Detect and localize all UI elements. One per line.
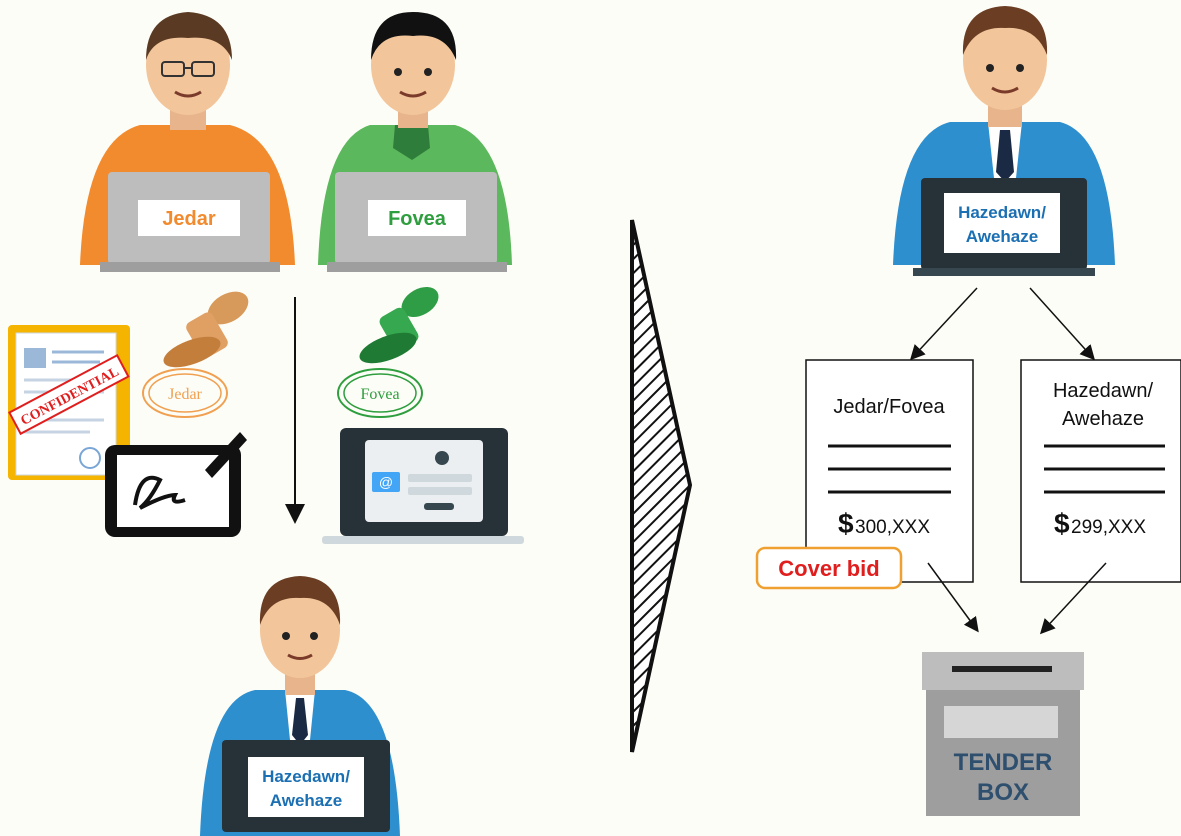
transition-chevron [630,219,693,753]
stamp-jedar-icon: Jedar [142,291,249,418]
doc-right-title-1: Hazedawn/ [1053,380,1154,402]
jedar-label: Jedar [162,208,216,230]
arrow-to-doc-left [909,287,978,361]
arrow-doc-right-to-box [1039,562,1107,635]
hazedawn-top-label-2: Awehaze [966,227,1038,246]
bid-document-right: Hazedawn/ Awehaze $ 299,XXX [1020,359,1181,583]
svg-text:@: @ [379,474,393,490]
doc-right-title-2: Awehaze [1062,408,1144,430]
doc-left-amount: 300,XXX [855,517,930,538]
cover-bid-badge: Cover bid [755,546,903,590]
tender-box-icon: TENDER BOX [922,652,1084,816]
doc-right-amount: 299,XXX [1071,517,1146,538]
hazedawn-top-label-1: Hazedawn/ [958,203,1046,222]
fovea-label: Fovea [388,208,447,230]
cover-bid-text: Cover bid [778,556,879,581]
stamp-fovea-icon: Fovea [337,286,439,418]
tender-box-text-2: BOX [977,779,1029,806]
doc-right-currency: $ [1054,508,1070,539]
bid-document-left: Jedar/Fovea $ 300,XXX [805,359,974,583]
stamp-fovea-text: Fovea [360,386,399,403]
laptop-hazedawn-bottom: Hazedawn/ Awehaze [222,740,390,832]
arrow-doc-left-to-box [927,562,979,633]
login-laptop-icon: @ [322,428,524,544]
hazedawn-bottom-label-2: Awehaze [270,791,342,810]
laptop-fovea: Fovea [327,172,507,272]
doc-left-currency: $ [838,508,854,539]
arrow-to-doc-right [1029,287,1096,361]
confidential-document-icon: CONFIDENTIAL [8,325,130,480]
signing-tablet-icon [105,432,247,537]
doc-left-title: Jedar/Fovea [833,396,945,418]
laptop-jedar: Jedar [100,172,280,272]
tender-box-text-1: TENDER [954,749,1053,776]
stamp-jedar-text: Jedar [168,386,202,403]
hazedawn-bottom-label-1: Hazedawn/ [262,767,350,786]
laptop-hazedawn-top: Hazedawn/ Awehaze [913,178,1095,276]
